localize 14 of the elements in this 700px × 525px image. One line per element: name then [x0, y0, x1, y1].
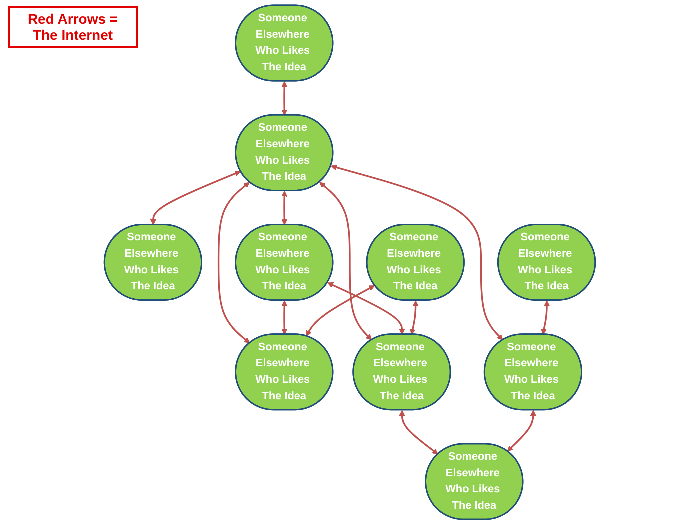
arrow	[282, 81, 288, 116]
legend-note: Red Arrows = The Internet	[8, 6, 138, 48]
arrow	[410, 300, 419, 335]
arrow	[282, 191, 288, 226]
arrow	[507, 410, 536, 452]
arrow	[399, 410, 438, 455]
arrow	[328, 282, 406, 335]
arrow	[306, 286, 376, 337]
arrow	[331, 164, 504, 341]
arrow	[541, 300, 550, 335]
arrow	[282, 300, 288, 335]
arrow	[150, 170, 241, 226]
arrow	[320, 182, 372, 341]
arrow	[218, 182, 250, 344]
